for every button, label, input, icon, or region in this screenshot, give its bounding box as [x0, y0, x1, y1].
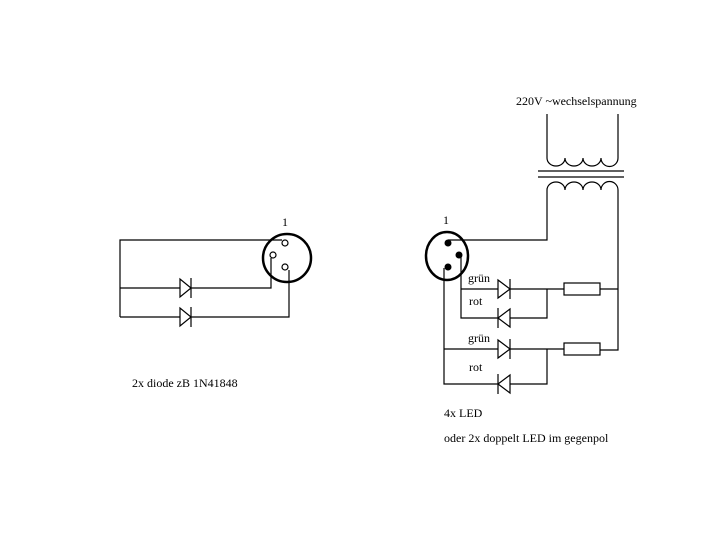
resistor-2 [563, 342, 601, 356]
right-pin-3 [444, 263, 452, 271]
led-red-2 [497, 373, 511, 395]
supply-label: 220V ~wechselspannung [516, 94, 637, 108]
right-pin-label: 1 [443, 213, 449, 227]
label-rot-1: rot [469, 294, 483, 308]
left-pin-2 [269, 251, 277, 259]
left-wire-row2 [120, 270, 290, 318]
left-connector [261, 232, 313, 284]
right-connector [424, 230, 470, 282]
right-caption-1: 4x LED [444, 406, 483, 420]
label-gruen-1: grün [468, 271, 490, 285]
label-rot-2: rot [469, 360, 483, 374]
wires-led-group-2 [443, 268, 564, 385]
resistor-1 [563, 282, 601, 296]
right-pin-1 [444, 239, 452, 247]
label-gruen-2: grün [468, 331, 490, 345]
left-circuit: 1 2x diode zB 1N41848 [119, 215, 313, 390]
left-pin-1 [281, 239, 289, 247]
left-wire-top [119, 239, 282, 317]
left-pin-label: 1 [282, 215, 288, 229]
left-wire-row1 [120, 258, 272, 289]
right-circuit: 220V ~wechselspannung 1 [424, 94, 637, 445]
transformer [538, 114, 624, 191]
right-caption-2: oder 2x doppelt LED im gegenpol [444, 431, 609, 445]
left-pin-3 [281, 263, 289, 271]
wire-transformer-return [600, 190, 619, 351]
diode-2 [179, 306, 192, 328]
wire-to-transformer [448, 190, 548, 241]
diode-1 [179, 277, 192, 299]
led-red-1 [497, 307, 511, 329]
led-green-1 [497, 278, 511, 300]
left-caption: 2x diode zB 1N41848 [132, 376, 238, 390]
led-green-2 [497, 338, 511, 360]
